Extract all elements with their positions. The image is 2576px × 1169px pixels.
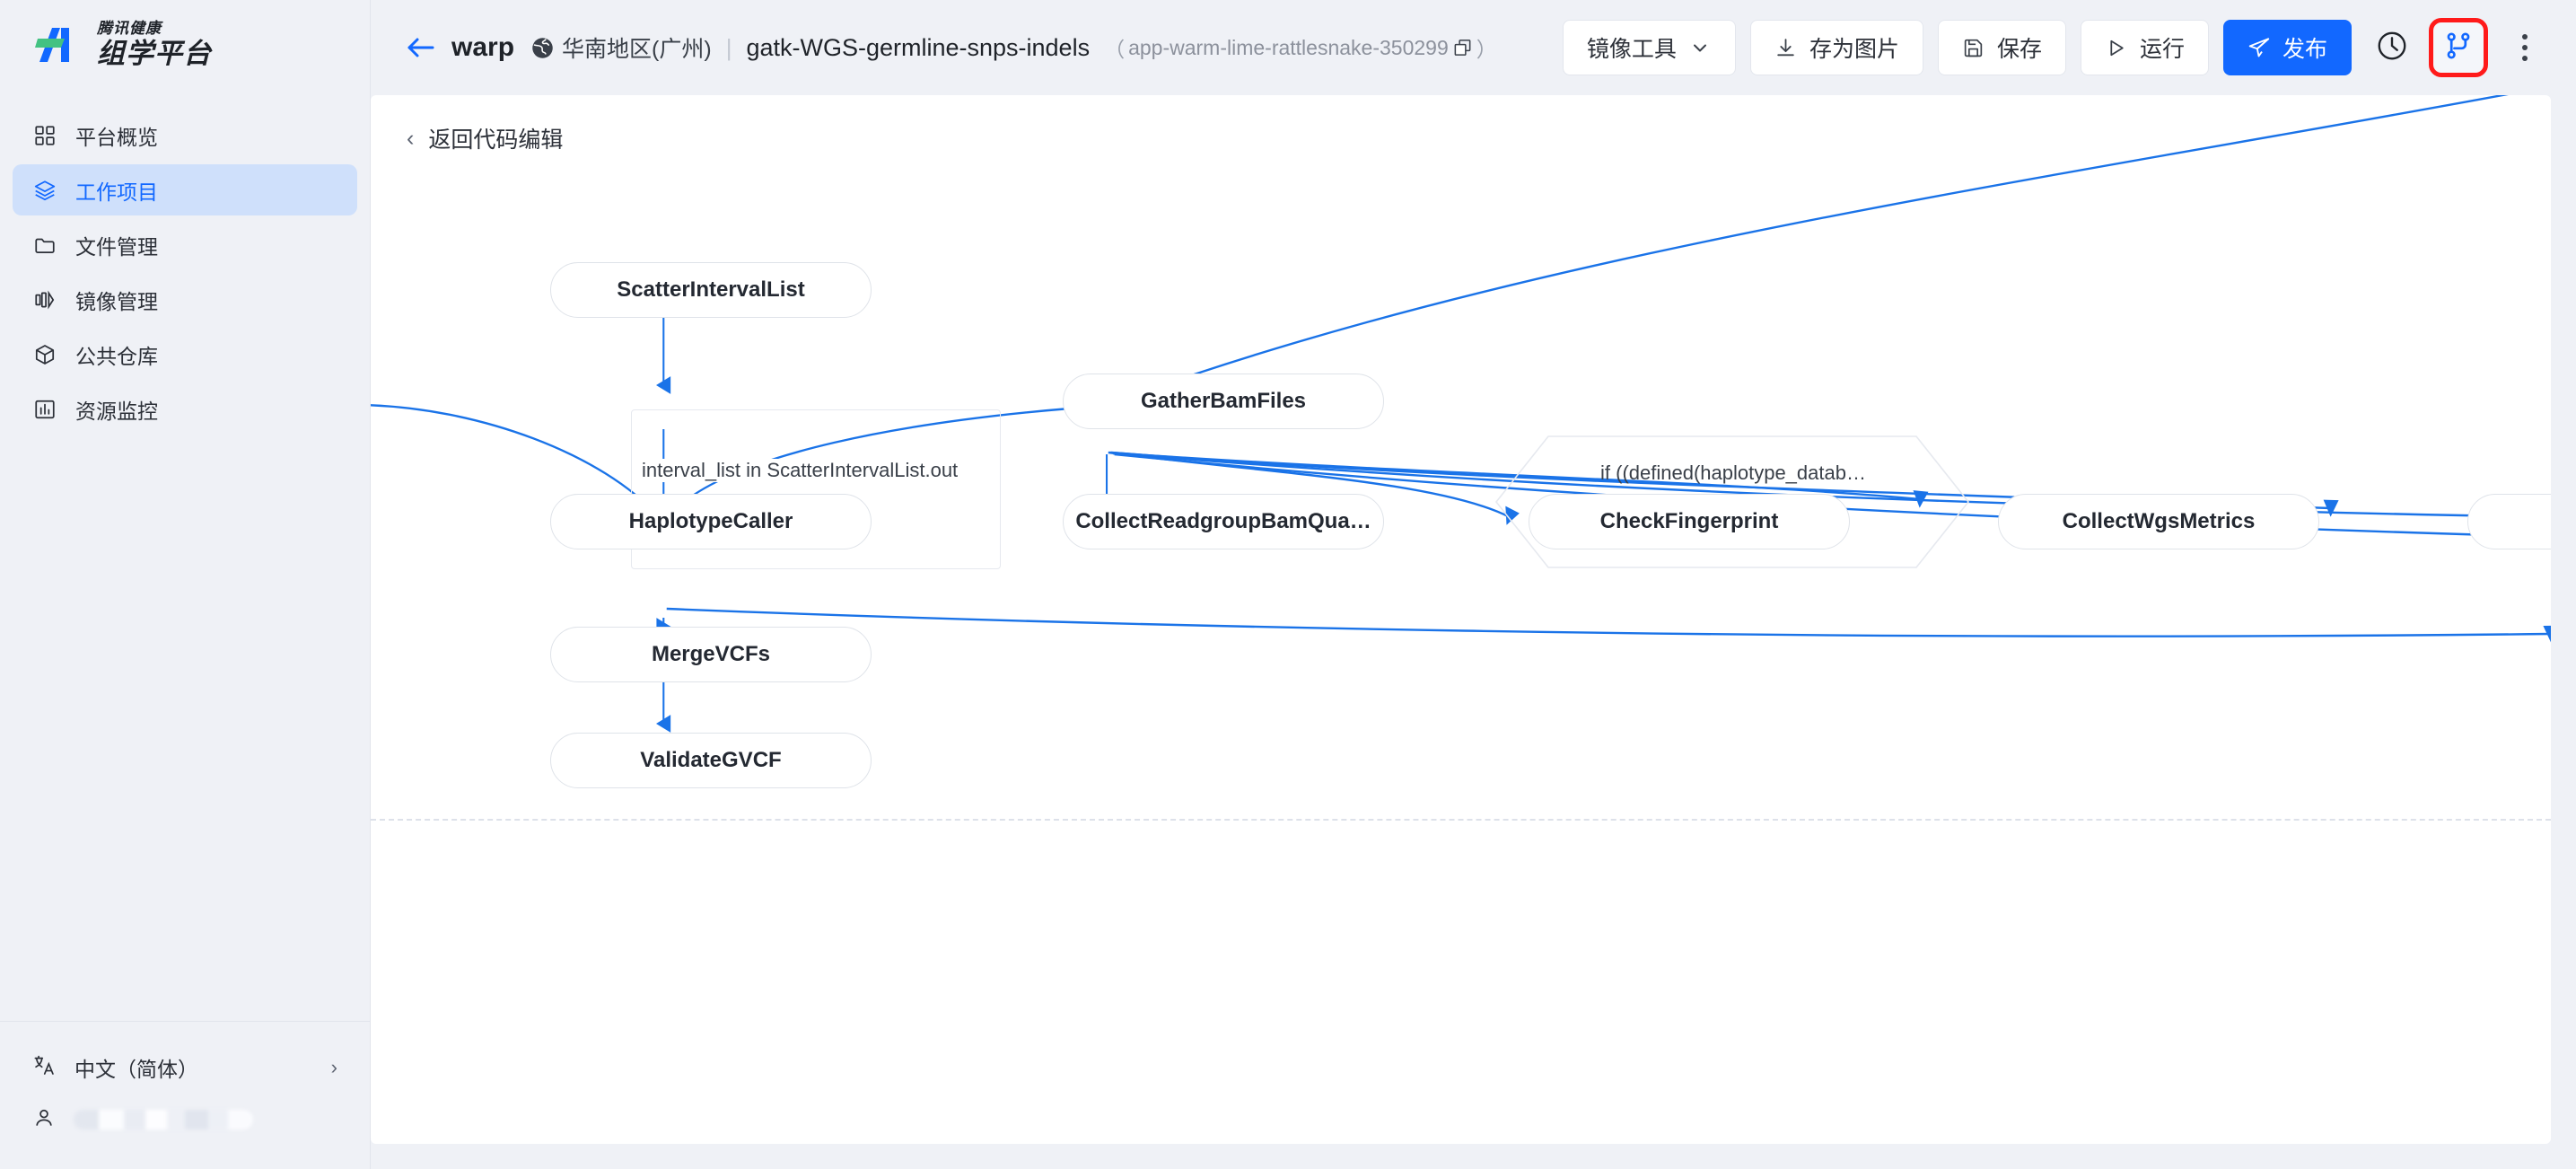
- copy-icon[interactable]: [1452, 38, 1473, 58]
- run-label: 运行: [2139, 37, 2185, 62]
- header-actions: 镜像工具 存为图片: [1562, 18, 2551, 77]
- sidebar-spacer: [0, 435, 370, 1021]
- globe-icon: [530, 35, 556, 60]
- workflow-node-haplotypecaller[interactable]: HaplotypeCaller: [550, 494, 872, 549]
- region-label: 华南地区(广州): [562, 37, 712, 62]
- node-label: CollectWgsMetrics: [2062, 509, 2256, 533]
- chevron-right-icon: ›: [330, 1056, 337, 1078]
- tencent-health-logo-icon: [31, 19, 83, 71]
- sidebar-item-label: 平台概览: [75, 125, 158, 149]
- node-label: CheckFingerprint: [1599, 509, 1779, 533]
- node-label: ValidateGVCF: [640, 748, 782, 772]
- grid-icon: [32, 123, 57, 148]
- download-icon: [1774, 36, 1798, 59]
- user-icon: [32, 1106, 56, 1134]
- save-button[interactable]: 保存: [1937, 20, 2066, 75]
- main-column: warp 华南地区(广州) | gatk-WGS-germline-snps-i…: [371, 0, 2576, 1169]
- sidebar-item-images[interactable]: 镜像管理: [13, 274, 357, 325]
- back-to-code-editor-button[interactable]: ‹ 返回代码编辑: [407, 122, 563, 154]
- sidebar-item-label: 资源监控: [75, 399, 158, 423]
- language-label: 中文（简体）: [74, 1058, 198, 1081]
- workflow-canvas[interactable]: ‹ 返回代码编辑: [371, 95, 2551, 1144]
- sidebar-footer: 中文（简体） ›: [0, 1021, 370, 1169]
- conditional-block-label: if ((defined(haplotype_datab…: [1600, 461, 1866, 484]
- app-id-label: app-warm-lime-rattlesnake-350299: [1128, 35, 1449, 59]
- node-label: HaplotypeCaller: [628, 509, 793, 533]
- sidebar-item-label: 工作项目: [75, 180, 158, 204]
- scatter-block-label: interval_list in ScatterIntervalList.out: [640, 459, 960, 482]
- node-label: GatherBamFiles: [1140, 389, 1307, 413]
- app-id-group: （ app-warm-lime-rattlesnake-350299 ）: [1104, 32, 1497, 63]
- node-label: ScatterIntervalList: [617, 277, 805, 302]
- paren-open: （: [1104, 38, 1126, 61]
- sidebar-item-overview[interactable]: 平台概览: [13, 110, 357, 161]
- layers-icon: [32, 178, 57, 203]
- language-selector[interactable]: 中文（简体） ›: [13, 1042, 357, 1094]
- project-name[interactable]: warp: [451, 32, 515, 62]
- sidebar-item-resource-monitor[interactable]: 资源监控: [13, 383, 357, 435]
- workflow-node-scatterintervallist[interactable]: ScatterIntervalList: [550, 262, 872, 318]
- breadcrumb-separator: |: [725, 33, 732, 61]
- user-profile-row[interactable]: [13, 1094, 357, 1146]
- scatter-block: [631, 409, 1001, 569]
- play-icon: [2105, 36, 2128, 59]
- brand-subtitle: 腾讯健康: [97, 20, 162, 37]
- workflow-graph-button[interactable]: [2429, 18, 2488, 77]
- brand-text: 腾讯健康 组学平台: [97, 20, 212, 70]
- run-button[interactable]: 运行: [2080, 20, 2209, 75]
- image-registry-icon: [32, 287, 57, 312]
- arrow-left-icon[interactable]: [403, 30, 439, 66]
- workflow-node-checkfingerprint[interactable]: CheckFingerprint: [1529, 494, 1850, 549]
- workflow-node-collectwgsmetrics[interactable]: CollectWgsMetrics: [1998, 494, 2319, 549]
- chevron-down-icon: [1688, 36, 1712, 59]
- more-vertical-icon: [2522, 34, 2528, 61]
- workflow-node-collectrawwgsmetrics[interactable]: CollectRaw: [2467, 494, 2551, 549]
- workflow-node-validategvcf[interactable]: ValidateGVCF: [550, 733, 872, 788]
- canvas-wrapper: ‹ 返回代码编辑: [371, 95, 2576, 1169]
- sidebar-item-files[interactable]: 文件管理: [13, 219, 357, 270]
- history-button[interactable]: [2366, 22, 2418, 74]
- node-label: MergeVCFs: [651, 642, 771, 666]
- publish-button[interactable]: 发布: [2222, 20, 2352, 75]
- image-tools-label: 镜像工具: [1586, 37, 1677, 62]
- chevron-left-icon: ‹: [407, 125, 415, 151]
- sidebar-item-label: 文件管理: [75, 234, 158, 259]
- user-name-masked: [74, 1110, 253, 1129]
- cube-icon: [32, 342, 57, 367]
- sidebar-item-projects[interactable]: 工作项目: [13, 164, 357, 215]
- git-branch-icon: [2443, 31, 2474, 66]
- brand-logo[interactable]: 腾讯健康 组学平台: [0, 0, 370, 90]
- publish-label: 发布: [2282, 37, 2327, 62]
- workflow-node-mergevcfs[interactable]: MergeVCFs: [550, 627, 872, 682]
- send-icon: [2247, 36, 2271, 59]
- canvas-divider: [371, 819, 2551, 821]
- workflow-node-gatherbamfiles[interactable]: GatherBamFiles: [1063, 374, 1384, 429]
- sidebar-item-label: 公共仓库: [75, 344, 158, 368]
- workflow-node-collectreadgroupbamquality[interactable]: CollectReadgroupBamQua…: [1063, 494, 1384, 549]
- sidebar-item-label: 镜像管理: [75, 289, 158, 313]
- translate-icon: [32, 1053, 57, 1083]
- paren-close: ）: [1476, 38, 1497, 61]
- save-as-image-button[interactable]: 存为图片: [1749, 20, 1923, 75]
- sidebar: 腾讯健康 组学平台 平台概览: [0, 0, 371, 1169]
- save-as-image-label: 存为图片: [1809, 37, 1899, 62]
- save-label: 保存: [1996, 37, 2042, 62]
- more-menu-button[interactable]: [2499, 22, 2551, 74]
- workflow-name: gatk-WGS-germline-snps-indels: [746, 33, 1091, 61]
- workflow-edges: [371, 95, 2551, 733]
- brand-title: 组学平台: [97, 38, 212, 69]
- sidebar-nav: 平台概览 工作项目 文件管理: [0, 110, 370, 435]
- conditional-block: [1494, 435, 1970, 568]
- sidebar-item-public-repo[interactable]: 公共仓库: [13, 329, 357, 380]
- clock-icon: [2375, 29, 2409, 67]
- folder-icon: [32, 233, 57, 258]
- chart-icon: [32, 397, 57, 422]
- top-header: warp 华南地区(广州) | gatk-WGS-germline-snps-i…: [371, 0, 2576, 95]
- image-tools-button[interactable]: 镜像工具: [1562, 20, 1736, 75]
- save-icon: [1962, 36, 1985, 59]
- back-to-code-label: 返回代码编辑: [428, 127, 564, 153]
- node-label: CollectReadgroupBamQua…: [1075, 509, 1371, 533]
